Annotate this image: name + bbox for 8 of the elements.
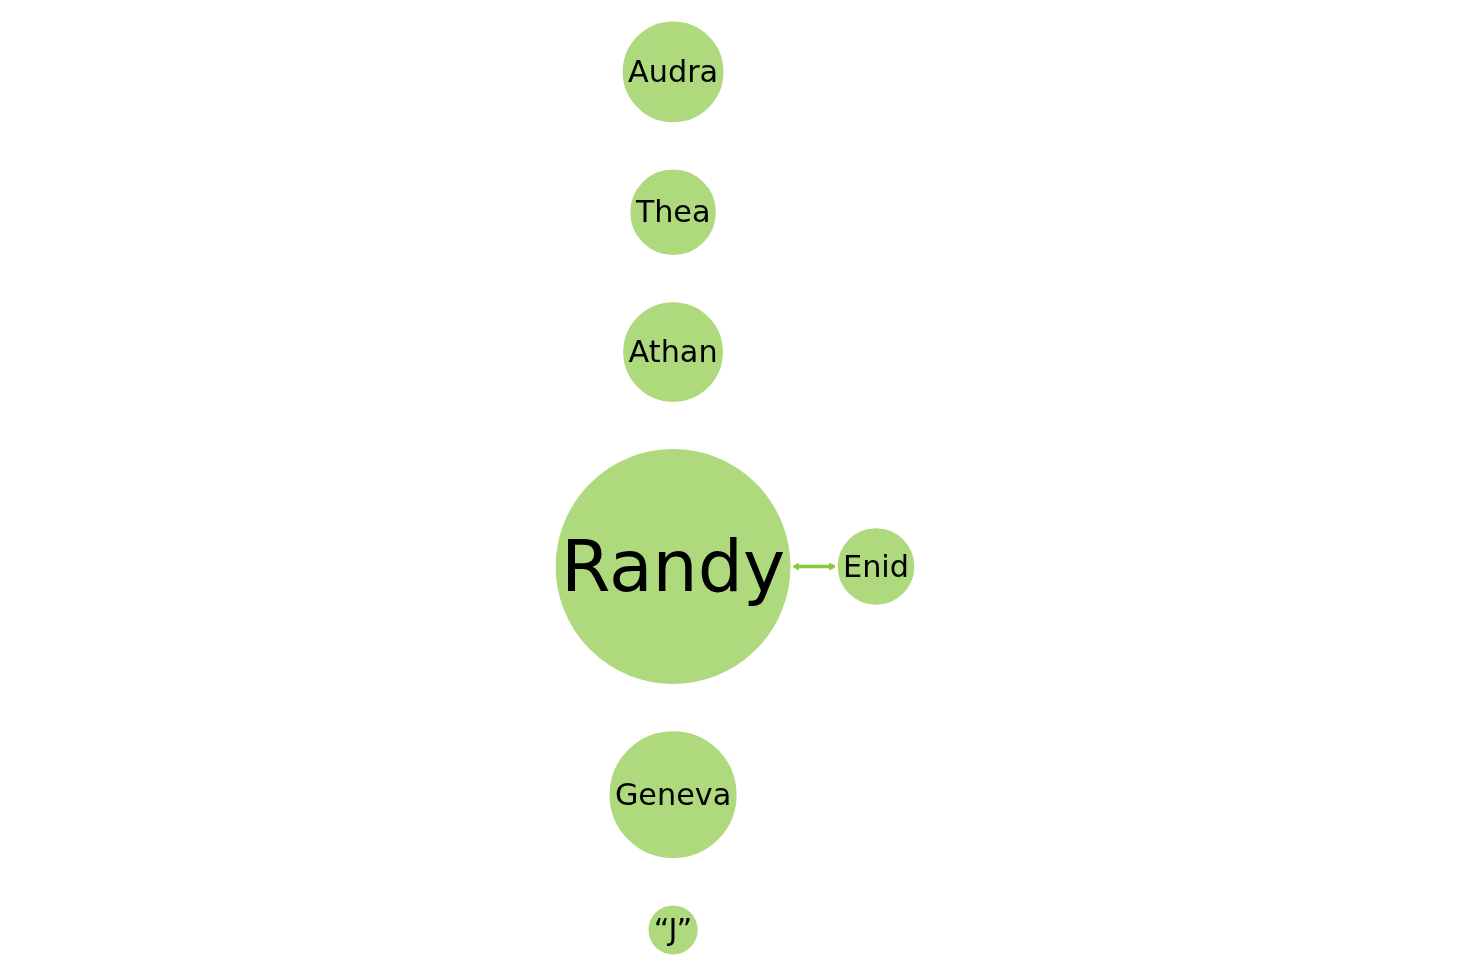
node-circle: Randy xyxy=(553,446,794,687)
arrow xyxy=(791,562,837,571)
node-circle: Athan xyxy=(620,299,726,405)
node-circle: “J” xyxy=(645,902,701,958)
node-circle: Thea xyxy=(627,166,719,258)
node-circle: Audra xyxy=(620,18,727,125)
node-circle: Enid xyxy=(835,525,917,608)
node-circle: Geneva xyxy=(606,728,740,861)
